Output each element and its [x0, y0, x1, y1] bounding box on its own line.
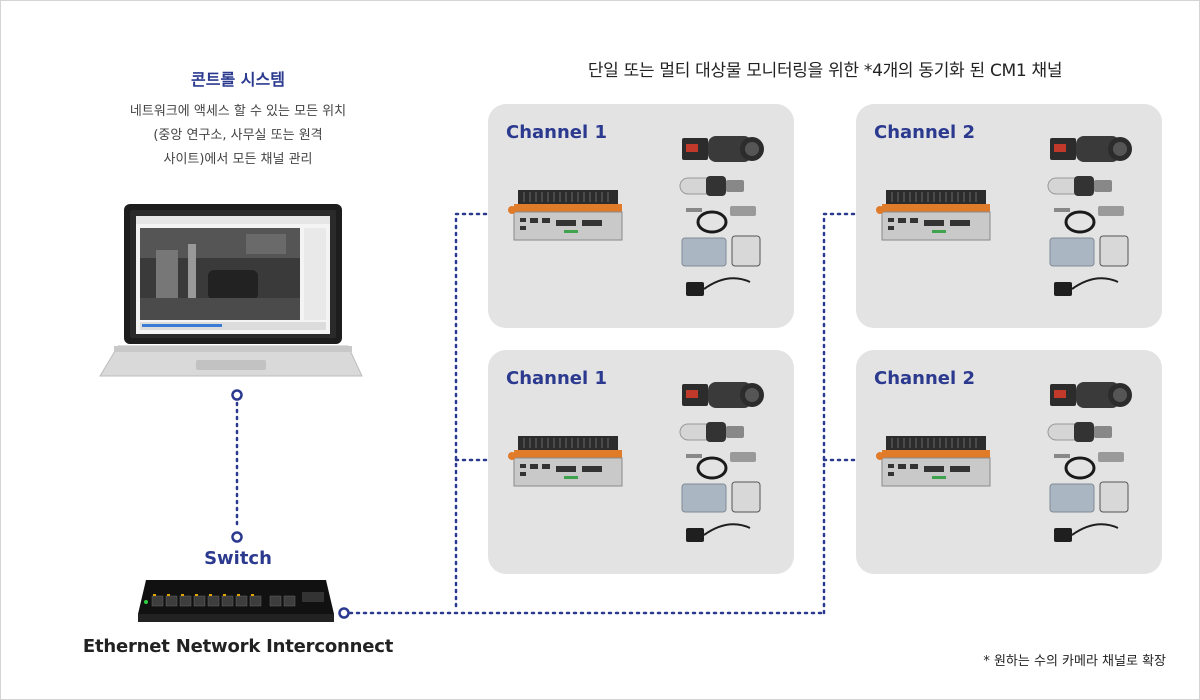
- footnote: * 원하는 수의 카메라 채널로 확장: [983, 654, 1166, 669]
- equipment-stack: [678, 378, 764, 554]
- lens-icon: [1047, 422, 1112, 442]
- equipment-stack: [1046, 132, 1132, 308]
- power-adapter-icon: [686, 277, 751, 296]
- thermal-camera-icon: [1050, 382, 1132, 408]
- diagram-heading: 단일 또는 멀티 대상물 모니터링을 위한 *4개의 동기화 된 CM1 채널: [587, 61, 1063, 81]
- daq-box-icon: [1049, 481, 1129, 513]
- channel-label: Channel 2: [874, 368, 975, 389]
- mini-pc-icon: [876, 436, 994, 488]
- daq-box-icon: [681, 235, 761, 267]
- channel-panel: Channel 2: [856, 350, 1162, 574]
- laptop-icon: [96, 200, 366, 380]
- channel-panel: Channel 1: [488, 350, 794, 574]
- switch-caption: Ethernet Network Interconnect: [82, 636, 394, 657]
- description-line: 사이트)에서 모든 채널 관리: [163, 152, 313, 167]
- thermal-camera-icon: [682, 136, 764, 162]
- channel-label: Channel 1: [506, 368, 607, 389]
- cable-icon: [1054, 452, 1124, 480]
- lens-icon: [1047, 176, 1112, 196]
- daq-box-icon: [681, 481, 761, 513]
- equipment-stack: [1046, 378, 1132, 554]
- control-system-description: 네트워크에 액세스 할 수 있는 모든 위치 (중앙 연구소, 사무실 또는 원…: [100, 100, 376, 172]
- power-adapter-icon: [686, 523, 751, 542]
- channel-panel: Channel 1: [488, 104, 794, 328]
- control-system-title: 콘트롤 시스템: [191, 70, 285, 89]
- channel-label: Channel 2: [874, 122, 975, 143]
- cable-icon: [686, 206, 756, 234]
- thermal-camera-icon: [682, 382, 764, 408]
- channel-panel: Channel 2: [856, 104, 1162, 328]
- equipment-stack: [678, 132, 764, 308]
- thermal-camera-icon: [1050, 136, 1132, 162]
- power-adapter-icon: [1054, 523, 1119, 542]
- cable-icon: [686, 452, 756, 480]
- mini-pc-icon: [508, 190, 626, 242]
- laptop-switch-connector: [228, 386, 246, 546]
- channel-label: Channel 1: [506, 122, 607, 143]
- cable-icon: [1054, 206, 1124, 234]
- power-adapter-icon: [1054, 277, 1119, 296]
- daq-box-icon: [1049, 235, 1129, 267]
- mini-pc-icon: [876, 190, 994, 242]
- description-line: (중앙 연구소, 사무실 또는 원격: [153, 128, 323, 143]
- lens-icon: [679, 422, 744, 442]
- mini-pc-icon: [508, 436, 626, 488]
- description-line: 네트워크에 액세스 할 수 있는 모든 위치: [129, 104, 347, 119]
- switch-label: Switch: [204, 548, 272, 569]
- lens-icon: [679, 176, 744, 196]
- network-switch-icon: [138, 580, 334, 624]
